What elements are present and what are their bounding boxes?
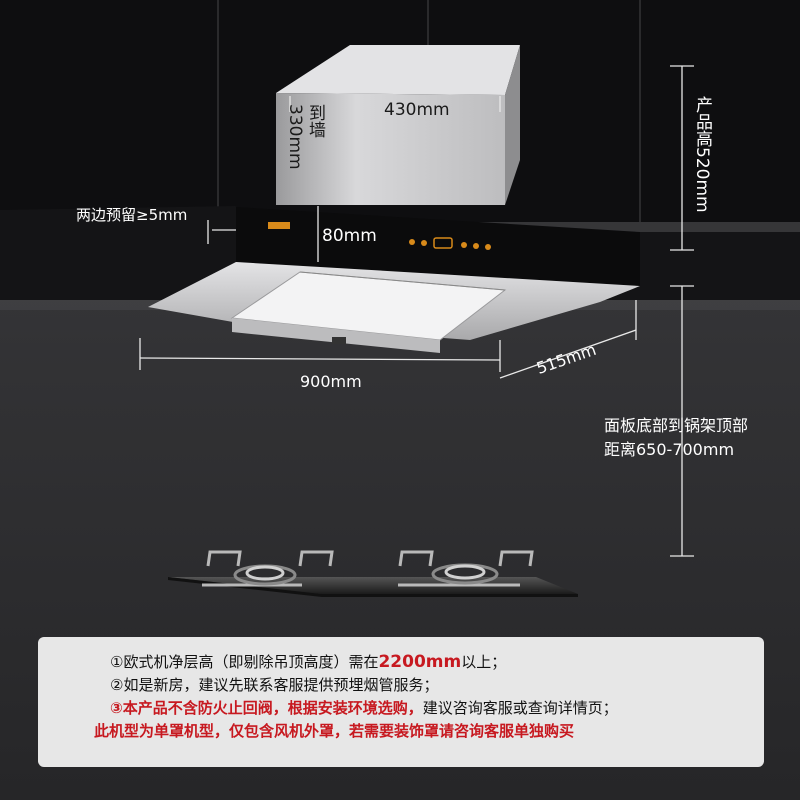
cooktop-distance-line2: 距离650-700mm	[604, 440, 735, 459]
product-height-label: 产品高520mm	[692, 96, 712, 213]
intake-panel-edge	[232, 318, 440, 353]
cooktop-distance-label: 面板底部到锅架顶部 距离650-700mm	[604, 414, 748, 462]
chimney-top	[276, 45, 520, 95]
to-wall-label: 到墙	[305, 104, 325, 138]
brand-logo	[268, 222, 290, 229]
width-label: 900mm	[300, 372, 362, 391]
burner-right	[398, 550, 534, 587]
chimney-front	[276, 93, 505, 205]
side-clearance-label: 两边预留≥5mm	[76, 206, 188, 224]
note-4: 此机型为单罩机型，仅包含风机外罩，若需要装饰罩请咨询客服单独购买	[94, 722, 575, 740]
chimney-side	[505, 45, 520, 205]
dimension-lines	[139, 65, 694, 557]
installation-notes: ①欧式机净层高（即剔除吊顶高度）需在2200mm以上； ②如是新房，建议先联系客…	[38, 637, 764, 767]
chimney-gap-label: 80mm	[322, 226, 377, 246]
note-1-suffix: 以上；	[461, 653, 507, 671]
control-buttons	[409, 237, 491, 250]
note-3-highlight: ③本产品不含防火止回阀，根据安装环境选购，	[110, 699, 423, 717]
note-2: ②如是新房，建议先联系客服提供预埋烟管服务；	[110, 676, 439, 694]
oil-cup	[332, 337, 346, 344]
burner-left	[202, 550, 334, 587]
top-width-label: 430mm	[384, 100, 450, 120]
note-3: ③本产品不含防火止回阀，根据安装环境选购，建议咨询客服或查询详情页；	[110, 697, 764, 720]
note-1-prefix: ①欧式机净层高（即剔除吊顶高度）需在	[110, 653, 379, 671]
to-wall-value: 330mm	[285, 104, 305, 170]
cooktop-distance-line1: 面板底部到锅架顶部	[604, 416, 749, 435]
note-1: ①欧式机净层高（即剔除吊顶高度）需在2200mm以上；	[110, 651, 764, 674]
note-1-highlight: 2200mm	[378, 652, 462, 672]
hood-front-panel	[236, 207, 640, 286]
note-3-suffix: 建议咨询客服或查询详情页；	[422, 699, 618, 717]
